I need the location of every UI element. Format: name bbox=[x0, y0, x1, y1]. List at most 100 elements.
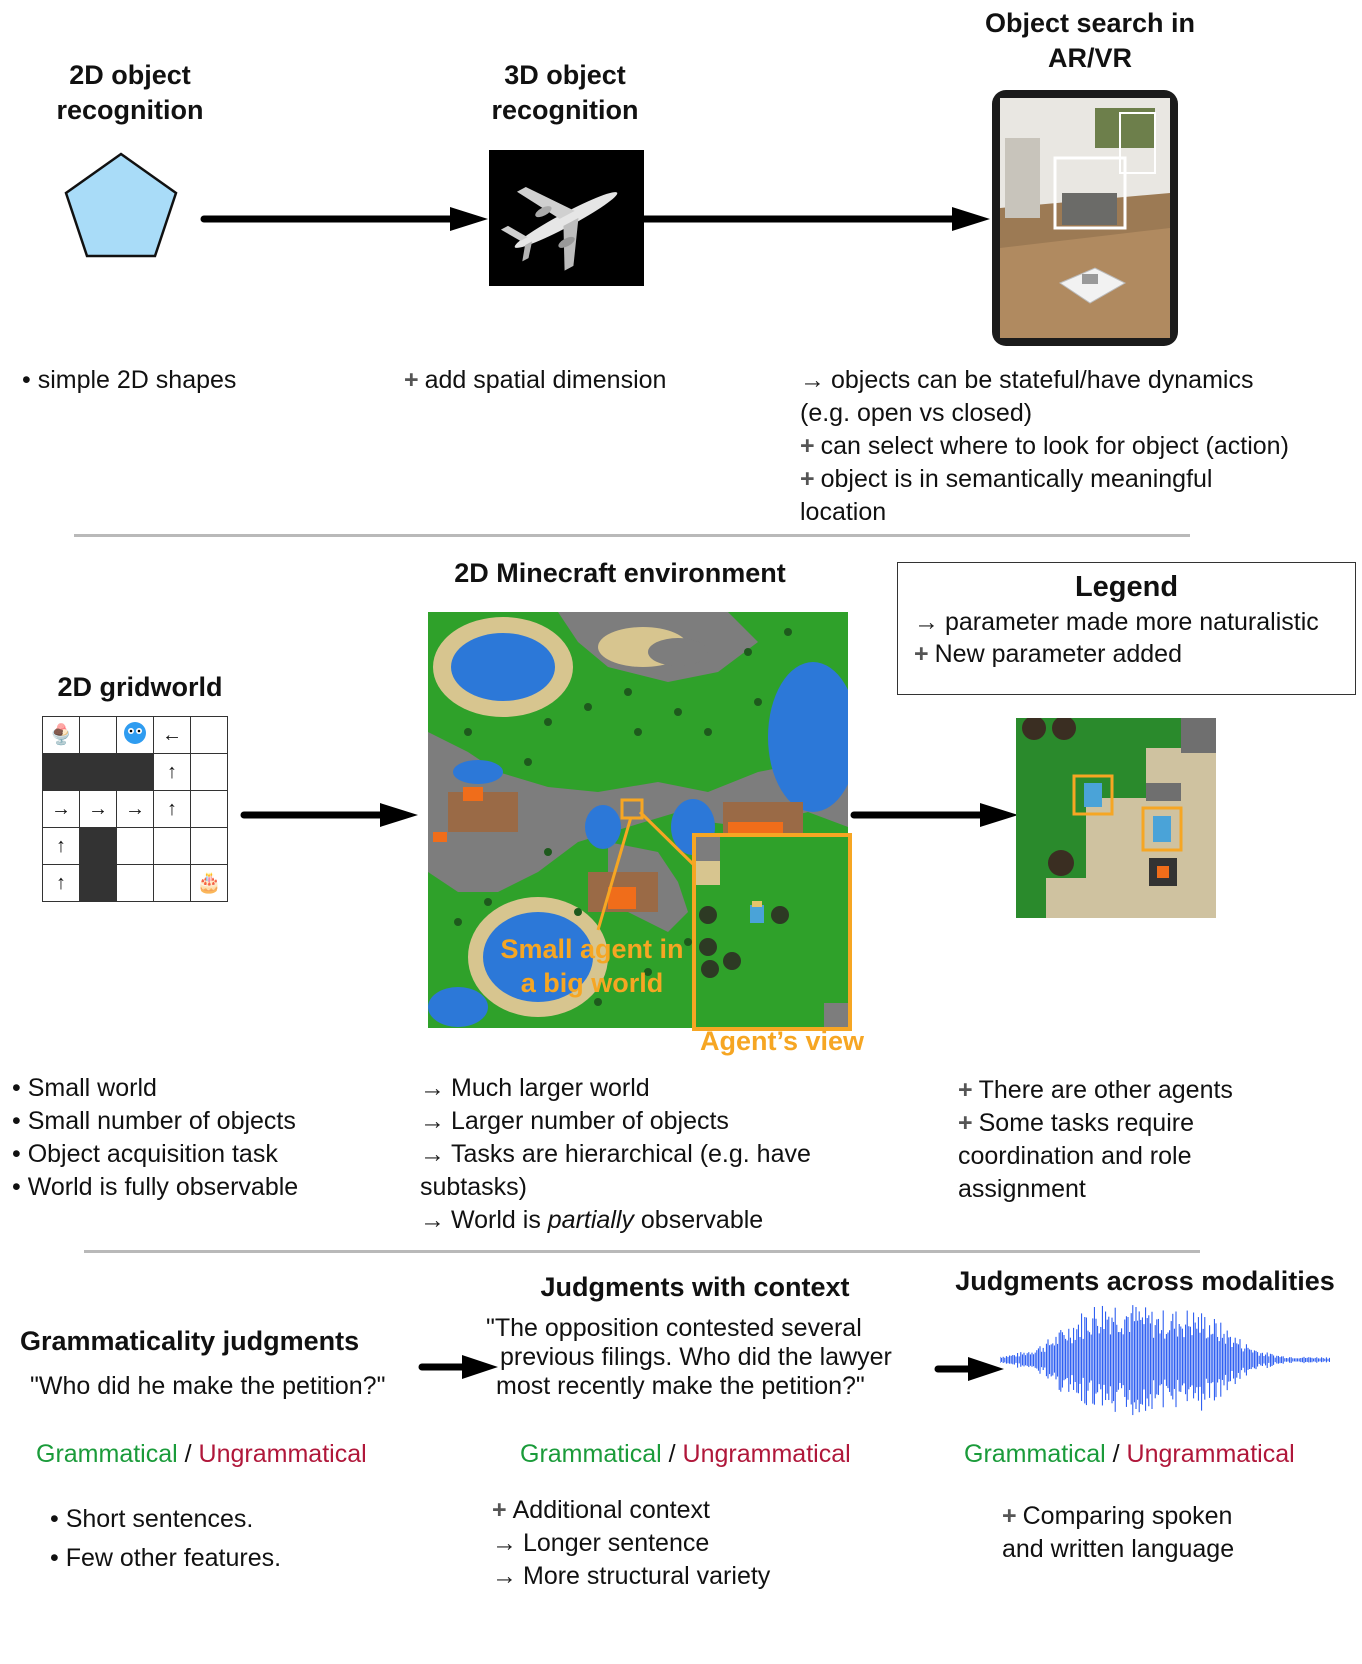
grammatical-label-2: Grammatical / Ungrammatical bbox=[520, 1438, 851, 1471]
ungrammatical-text: Ungrammatical bbox=[1126, 1440, 1295, 1468]
list-item: →More structural variety bbox=[492, 1560, 770, 1593]
quote-line: most recently make the petition?" bbox=[496, 1372, 865, 1400]
arrow-icon: → bbox=[492, 1529, 517, 1557]
grid-cell bbox=[190, 753, 228, 791]
legend-items: →parameter made more naturalistic +New p… bbox=[914, 606, 1355, 670]
grid-cell: → bbox=[79, 790, 117, 828]
arrow-icon: → bbox=[420, 1107, 445, 1135]
cake-icon: 🎂 bbox=[196, 872, 222, 894]
legend-text: parameter made more naturalistic bbox=[945, 608, 1319, 636]
bullet-item: • Object acquisition task bbox=[12, 1140, 278, 1168]
title-line: AR/VR bbox=[1047, 43, 1132, 73]
arrow-icon: → bbox=[420, 1206, 445, 1234]
item-text: Larger number of objects bbox=[451, 1107, 729, 1135]
grid-wall bbox=[42, 753, 80, 791]
bullet-item: • simple 2D shapes bbox=[22, 366, 237, 394]
grid-cell bbox=[79, 716, 117, 754]
grid-cell: ↑ bbox=[153, 790, 191, 828]
arrow-icon: → bbox=[420, 1140, 445, 1168]
plus-icon: + bbox=[404, 366, 419, 394]
item-text: objects can be stateful/have dynamics bbox=[831, 366, 1254, 394]
list-item: assignment bbox=[958, 1173, 1338, 1206]
arrow-up-icon: ↑ bbox=[56, 835, 66, 857]
grid-cell bbox=[153, 864, 191, 902]
grid-cell: → bbox=[42, 790, 80, 828]
item-text: (e.g. open vs closed) bbox=[800, 399, 1033, 427]
grammatical-label-3: Grammatical / Ungrammatical bbox=[964, 1438, 1295, 1471]
title-2d-object-recognition: 2D object recognition bbox=[30, 58, 230, 128]
arrow-up-icon: ↑ bbox=[56, 872, 66, 894]
grid-cell: ↑ bbox=[153, 753, 191, 791]
ungrammatical-text: Ungrammatical bbox=[198, 1440, 367, 1468]
grid-cell: ↑ bbox=[42, 827, 80, 865]
row2-col2-text: →Much larger world →Larger number of obj… bbox=[420, 1072, 860, 1237]
list-item: +Comparing spoken bbox=[1002, 1500, 1234, 1533]
list-item: and written language bbox=[1002, 1533, 1234, 1566]
row3-col1-bullets: • Short sentences. • Few other features. bbox=[50, 1500, 281, 1578]
item-text: Some tasks require bbox=[978, 1109, 1194, 1137]
legend-item: →parameter made more naturalistic bbox=[914, 606, 1355, 638]
quote-2: "The opposition contested several previo… bbox=[486, 1314, 946, 1401]
bullet-item: • World is fully observable bbox=[12, 1173, 299, 1201]
item-text: Longer sentence bbox=[523, 1529, 710, 1557]
grid-wall bbox=[79, 753, 117, 791]
title-3d-object-recognition: 3D object recognition bbox=[460, 58, 670, 128]
title-line: 2D object bbox=[69, 60, 191, 90]
section-divider bbox=[84, 1250, 1200, 1253]
grammatical-label-1: Grammatical / Ungrammatical bbox=[36, 1438, 367, 1471]
grammatical-text: Grammatical bbox=[36, 1440, 178, 1468]
list-item: →Much larger world bbox=[420, 1072, 860, 1105]
quote-line: previous filings. Who did the lawyer bbox=[500, 1343, 892, 1371]
grid-cell: → bbox=[116, 790, 154, 828]
audio-waveform-image bbox=[1000, 1305, 1330, 1416]
grid-cell bbox=[190, 790, 228, 828]
separator: / bbox=[184, 1440, 192, 1468]
list-item: (e.g. open vs closed) bbox=[800, 397, 1350, 430]
quote-1: "Who did he make the petition?" bbox=[30, 1372, 386, 1400]
agent-view-image bbox=[692, 833, 852, 1031]
arrow-right-icon bbox=[934, 1357, 1004, 1381]
pentagon-shape bbox=[64, 152, 178, 258]
label-line: Small agent in bbox=[500, 934, 684, 964]
room-scene-image bbox=[1000, 98, 1170, 338]
title-line: recognition bbox=[491, 95, 639, 125]
item-text: There are other agents bbox=[978, 1076, 1233, 1104]
item-text: Additional context bbox=[512, 1496, 710, 1524]
title-minecraft: 2D Minecraft environment bbox=[454, 558, 786, 588]
list-item: +add spatial dimension bbox=[404, 364, 666, 397]
list-item: +Some tasks require bbox=[958, 1107, 1338, 1140]
agent-view-label: Agent’s view bbox=[700, 1026, 865, 1056]
arrow-left-icon: ← bbox=[162, 724, 182, 746]
grid-cell: ← bbox=[153, 716, 191, 754]
item-text: Much larger world bbox=[451, 1074, 650, 1102]
title-object-search-arvr: Object search in AR/VR bbox=[960, 6, 1220, 76]
grid-cell bbox=[116, 716, 154, 754]
grid-wall bbox=[116, 753, 154, 791]
airplane-3d-image bbox=[489, 150, 644, 286]
grid-cell: 🍨 bbox=[42, 716, 80, 754]
arrow-right-icon bbox=[850, 803, 1018, 827]
gridworld-grid: 🍨 ← ↑ → → → ↑ ↑ ↑ 🎂 bbox=[42, 716, 228, 902]
plus-icon: + bbox=[492, 1496, 507, 1524]
title-judgments-context: Judgments with context bbox=[540, 1272, 850, 1302]
arrow-right-icon: → bbox=[125, 798, 145, 820]
separator: / bbox=[668, 1440, 676, 1468]
grammatical-text: Grammatical bbox=[520, 1440, 662, 1468]
plus-icon: + bbox=[958, 1109, 973, 1137]
separator: / bbox=[1112, 1440, 1120, 1468]
bullet-item: • Few other features. bbox=[50, 1544, 282, 1572]
item-text: subtasks) bbox=[420, 1173, 527, 1201]
agent-view-scene bbox=[696, 837, 848, 1027]
arrow-icon: → bbox=[800, 366, 825, 394]
title-line: recognition bbox=[56, 95, 204, 125]
item-text: Comparing spoken bbox=[1022, 1502, 1233, 1530]
legend-text: New parameter added bbox=[934, 640, 1182, 668]
list-item: →World is partially observable bbox=[420, 1204, 860, 1237]
bullet-item: • Small world bbox=[12, 1074, 157, 1102]
list-item: +There are other agents bbox=[958, 1074, 1338, 1107]
legend-title: Legend bbox=[1074, 571, 1179, 603]
row2-col3-text: +There are other agents +Some tasks requ… bbox=[958, 1074, 1338, 1206]
item-emphasis: partially bbox=[547, 1206, 634, 1234]
arrow-right-icon bbox=[240, 803, 418, 827]
col2-text: +add spatial dimension bbox=[404, 364, 666, 397]
